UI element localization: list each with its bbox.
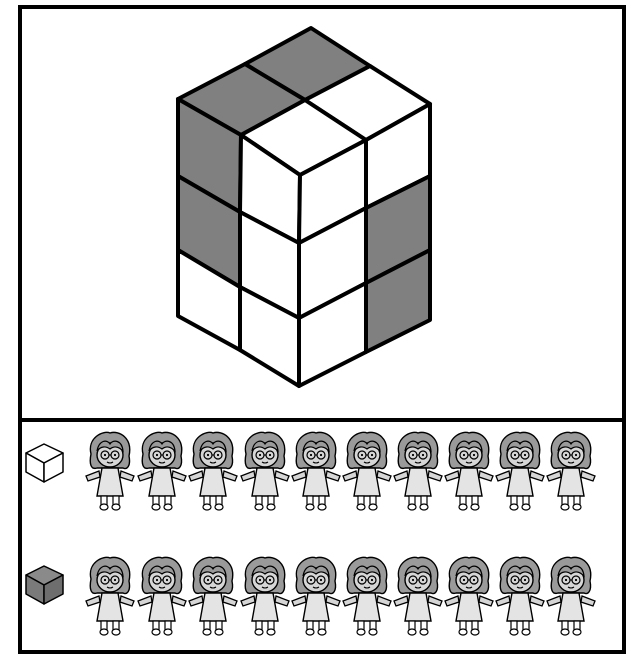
cube-stack — [178, 28, 430, 386]
